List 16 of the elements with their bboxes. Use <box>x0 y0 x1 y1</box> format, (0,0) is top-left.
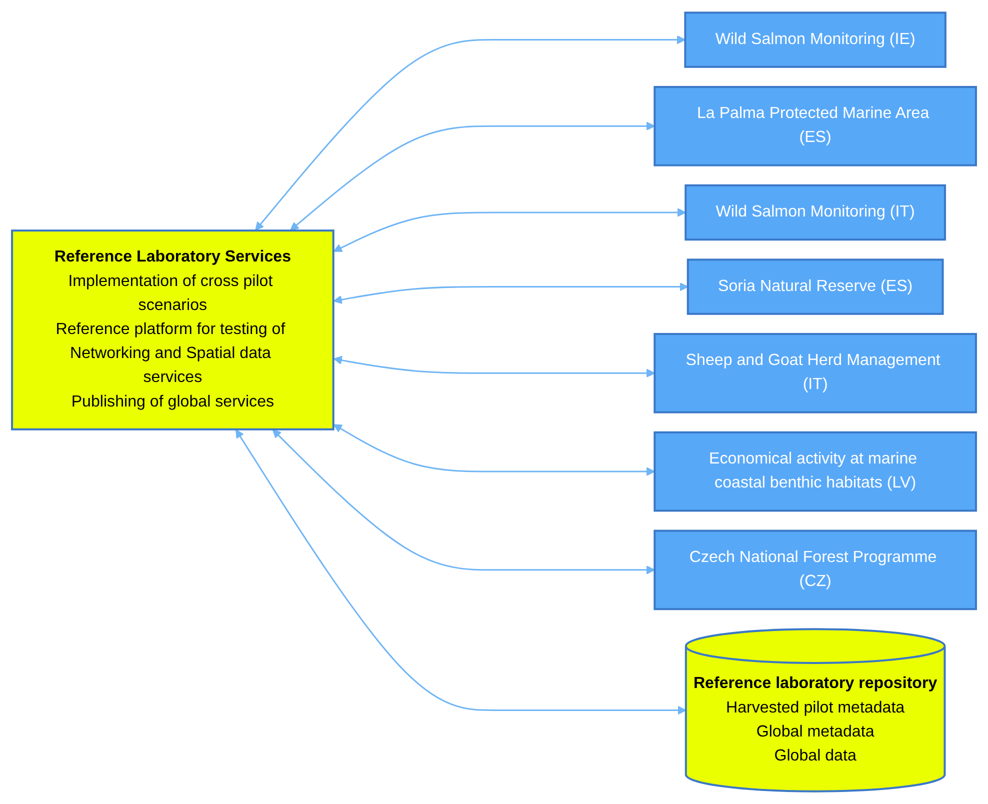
node-box: Reference Laboratory Services Implementation of cross pilot scenarios Reference platform for testing of Networking and Spatial data services Publishing of global services <box>11 230 334 430</box>
node-box: Sheep and Goat Herd Management (IT) <box>654 332 977 414</box>
node-box: Soria Natural Reserve (ES) <box>686 258 944 315</box>
node-box: La Palma Protected Marine Area (ES) <box>654 86 977 166</box>
arrow <box>333 208 686 252</box>
arrow <box>272 429 656 574</box>
arrow <box>255 35 686 231</box>
arrow <box>333 424 656 476</box>
node-box: Wild Salmon Monitoring (IT) <box>684 184 946 241</box>
arrow <box>333 356 656 378</box>
arrow <box>236 429 686 715</box>
node-box: Economical activity at marine coastal benthic habitats (LV) <box>654 431 977 512</box>
node-box: Wild Salmon Monitoring (IE) <box>684 12 946 68</box>
arrow <box>333 282 688 304</box>
node-box: Czech National Forest Programme (CZ) <box>654 530 977 610</box>
arrow <box>290 122 656 231</box>
